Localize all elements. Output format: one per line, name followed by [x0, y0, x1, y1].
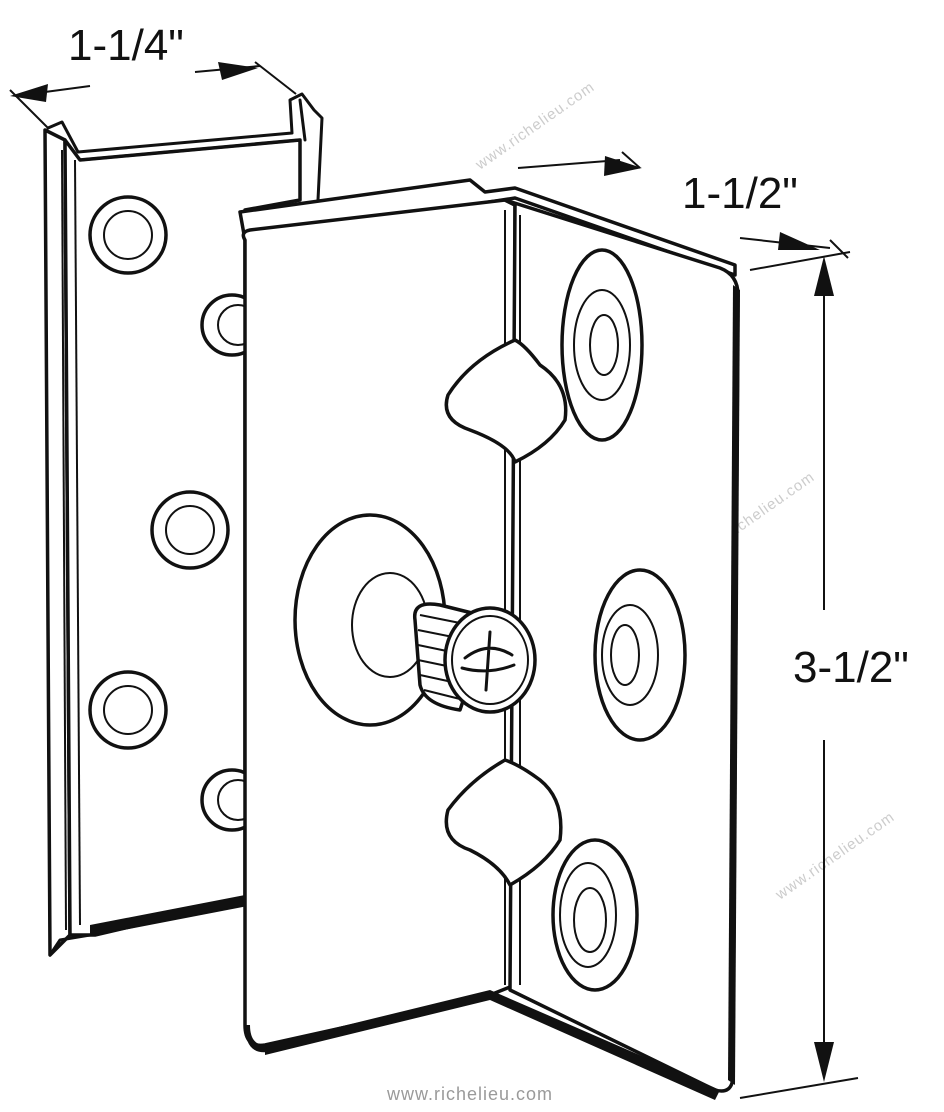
- front-hole: [560, 248, 644, 442]
- arrowhead-icon: [604, 156, 642, 176]
- screw: [412, 602, 537, 714]
- watermark-text: www.richelieu.com: [772, 808, 898, 903]
- rear-bracket-inner-rim: [78, 98, 307, 162]
- dimension-label-height: 3-1/2": [793, 643, 909, 692]
- rear-bracket: [43, 92, 324, 957]
- rear-bracket-top-rim: [46, 92, 324, 202]
- rear-bracket-fold-line: [74, 159, 81, 926]
- dimension-width-left: 1-1/4": [9, 21, 297, 129]
- front-hole: [593, 568, 687, 742]
- dimension-label-width-left: 1-1/4": [68, 21, 184, 70]
- screw-head: [443, 606, 537, 714]
- arrowhead-icon: [10, 84, 48, 102]
- fold-slot-lower: [444, 758, 563, 887]
- front-hole: [551, 838, 639, 992]
- arrowhead-icon: [218, 62, 258, 80]
- arrowhead-icon: [814, 1042, 834, 1082]
- rear-hole: [88, 670, 168, 750]
- rear-bracket-fold-line: [61, 149, 67, 931]
- front-bracket-bottom-edge: [265, 990, 720, 1100]
- front-bracket-right-edge: [728, 285, 740, 1085]
- rear-bracket-bottom-edge: [90, 895, 245, 935]
- front-bracket-corner: [245, 1025, 268, 1053]
- dimension-height: 3-1/2": [739, 251, 909, 1099]
- cross-slot-icon: [460, 630, 516, 692]
- dimension-width-right: 1-1/2": [517, 151, 849, 259]
- arrowhead-icon: [778, 232, 820, 250]
- dimension-label-width-right: 1-1/2": [682, 169, 798, 218]
- rear-hole: [88, 195, 168, 275]
- arrowhead-icon: [814, 256, 834, 296]
- front-bracket: [238, 178, 740, 1100]
- fold-slot-upper: [444, 338, 568, 464]
- footer-website: www.richelieu.com: [386, 1084, 553, 1104]
- watermark-text: www.richelieu.com: [472, 78, 598, 173]
- rear-hole: [150, 490, 230, 570]
